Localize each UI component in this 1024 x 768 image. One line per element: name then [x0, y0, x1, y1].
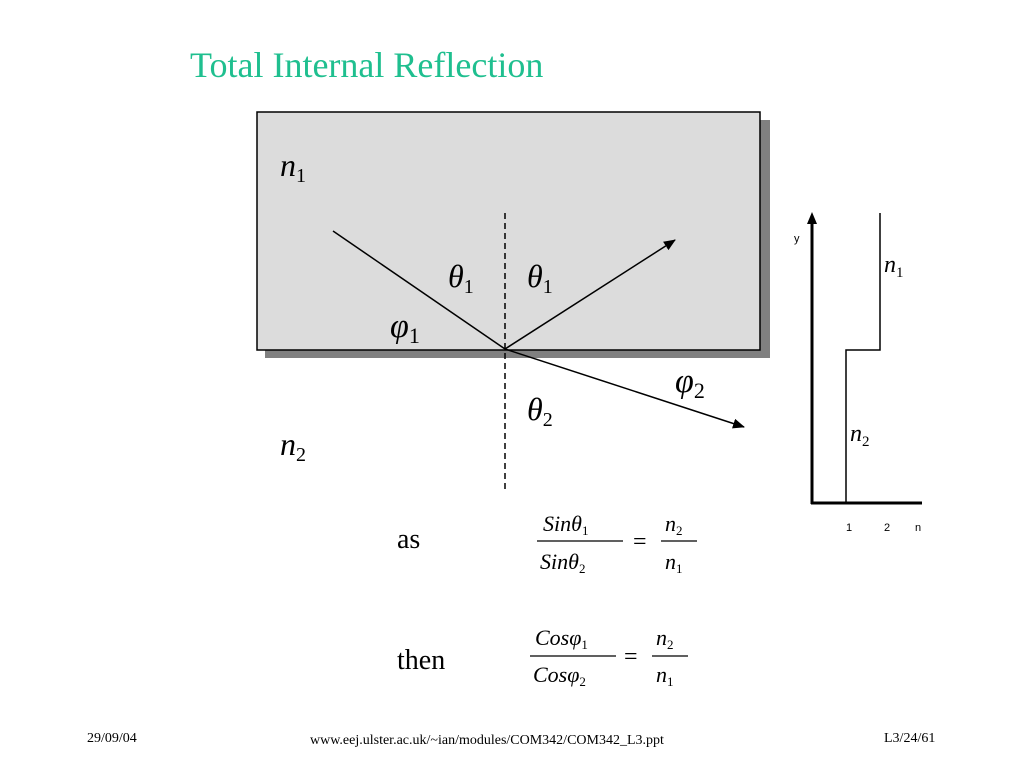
incident-ray	[332, 230, 506, 350]
slide-title: Total Internal Reflection	[190, 45, 544, 85]
then-label: then	[397, 645, 446, 676]
snell-equation-cos: Cosφ1 Cosφ2 = n2 n1	[530, 625, 688, 689]
profile-tick-2: 2	[884, 522, 890, 534]
profile-step-line	[845, 213, 881, 503]
eq1-rhs-numerator: n2	[665, 511, 683, 538]
label-theta1-right: θ1	[527, 258, 553, 298]
eq2-numerator: Cosφ1	[535, 625, 588, 652]
profile-tick-1: 1	[846, 522, 852, 534]
profile-y-axis-arrow	[807, 212, 817, 224]
footer-page-number: L3/24/61	[884, 731, 936, 746]
profile-label-n2: n2	[850, 421, 870, 450]
eq1-equals: =	[633, 529, 647, 555]
label-phi1: φ1	[390, 308, 420, 348]
eq2-rhs-numerator: n2	[656, 625, 674, 652]
label-theta1-left: θ1	[448, 258, 474, 298]
refracted-ray	[504, 348, 745, 429]
profile-y-label: y	[794, 233, 800, 245]
profile-label-n1: n1	[884, 252, 904, 281]
index-profile-plot: y 1 2 n n1 n2	[794, 212, 922, 534]
eq2-denominator: Cosφ2	[533, 662, 586, 689]
profile-tick-n: n	[915, 522, 921, 534]
snell-equation-sin: Sinθ1 Sinθ2 = n2 n1	[537, 511, 697, 576]
eq1-rhs-denominator: n1	[665, 549, 683, 576]
upper-medium-box	[256, 111, 761, 351]
eq2-rhs-denominator: n1	[656, 662, 674, 689]
eq2-equals: =	[624, 644, 638, 670]
label-phi2: φ2	[675, 363, 705, 403]
eq1-numerator: Sinθ1	[543, 511, 588, 538]
footer-date: 29/09/04	[87, 731, 137, 746]
label-theta2: θ2	[527, 391, 553, 431]
as-label: as	[397, 524, 421, 555]
eq1-denominator: Sinθ2	[540, 549, 585, 576]
label-n1-upper: n1	[280, 147, 306, 187]
footer-url: www.eej.ulster.ac.uk/~ian/modules/COM342…	[310, 733, 664, 748]
reflected-ray	[504, 239, 676, 350]
label-n2-lower: n2	[280, 426, 306, 466]
